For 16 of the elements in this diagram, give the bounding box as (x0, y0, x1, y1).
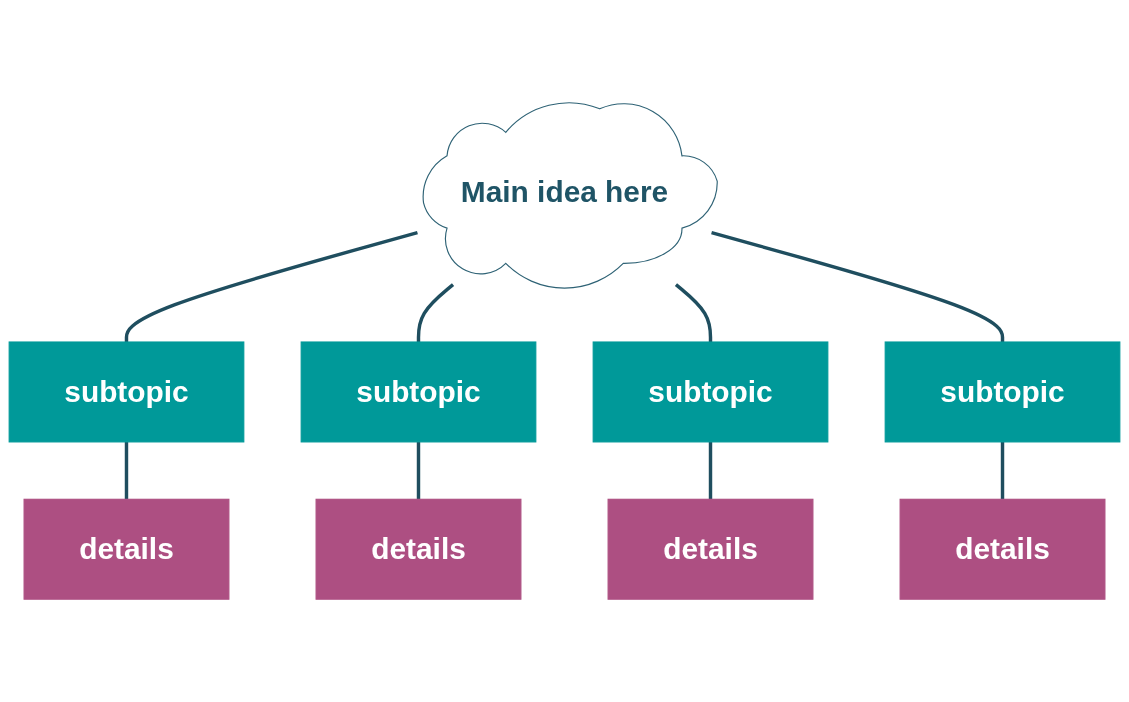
connector (1000, 441, 1005, 500)
connector (416, 283, 455, 342)
node-box: subtopic (884, 341, 1121, 443)
node-box: details (899, 498, 1106, 600)
node-box: subtopic (300, 341, 537, 443)
connector (708, 441, 713, 500)
connector (416, 441, 421, 500)
connector (674, 283, 713, 342)
connector (711, 231, 1005, 342)
connector (124, 231, 418, 342)
connector (124, 441, 129, 500)
node-box: details (23, 498, 230, 600)
node-box: details (315, 498, 522, 600)
node-box: details (607, 498, 814, 600)
node-box: subtopic (8, 341, 245, 443)
node-box: subtopic (592, 341, 829, 443)
